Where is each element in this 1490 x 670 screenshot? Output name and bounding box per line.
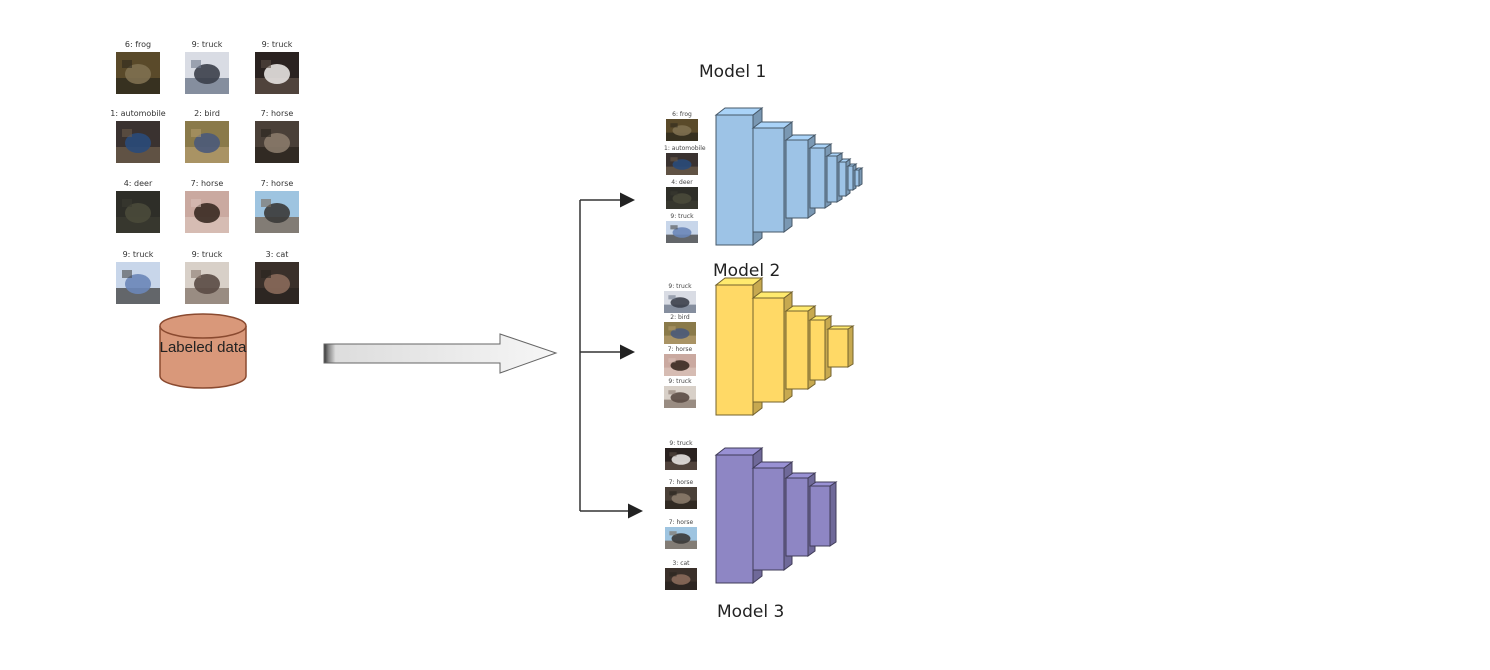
image-label: 6: frog: [124, 40, 152, 49]
truck-photo-icon: [665, 448, 697, 470]
image-label: 6: frog: [672, 111, 692, 118]
image-label: 4: deer: [123, 179, 153, 188]
sample-image: 7: horse: [663, 479, 699, 509]
dataset-image: 6: frog: [108, 40, 168, 94]
image-label: 1: automobile: [110, 109, 166, 118]
dataset-image: 9: truck: [177, 250, 237, 304]
dataset-image: 4: deer: [108, 179, 168, 233]
image-label: 9: truck: [191, 40, 223, 49]
sample-image: 7: horse: [663, 519, 699, 549]
model-1-title: Model 1: [699, 62, 767, 82]
dataset-image: 9: truck: [177, 40, 237, 94]
horse-photo-icon: [255, 121, 299, 163]
truck-photo-icon: [666, 221, 698, 243]
sample-image: 7: horse: [662, 346, 698, 376]
storage-label: Labeled data: [159, 339, 247, 356]
bird-photo-icon: [664, 322, 696, 344]
image-label: 7: horse: [668, 479, 694, 486]
sample-image: 3: cat: [663, 560, 699, 590]
image-label: 2: bird: [194, 109, 220, 118]
image-label: 3: cat: [265, 250, 289, 259]
image-label: 4: deer: [671, 179, 693, 186]
truck-photo-icon: [185, 262, 229, 304]
sample-image: 9: truck: [662, 283, 698, 313]
bird-photo-icon: [185, 121, 229, 163]
horse-photo-icon: [255, 191, 299, 233]
conv-layer-block: [846, 163, 858, 191]
dataset-image: 7: horse: [177, 179, 237, 233]
sample-image: 1: automobile: [664, 145, 706, 175]
image-label: 9: truck: [122, 250, 154, 259]
database-cylinder-icon: [159, 313, 247, 389]
dataset-image: 3: cat: [247, 250, 307, 304]
dataset-image: 7: horse: [247, 179, 307, 233]
sample-image: 2: bird: [662, 314, 698, 344]
truck-photo-icon: [664, 386, 696, 408]
image-label: 9: truck: [261, 40, 293, 49]
deer-photo-icon: [666, 187, 698, 209]
truck-photo-icon: [185, 52, 229, 94]
deer-photo-icon: [116, 191, 160, 233]
model-2-network: [714, 276, 855, 417]
automobile-photo-icon: [666, 153, 698, 175]
image-label: 2: bird: [670, 314, 690, 321]
sample-image: 9: truck: [664, 213, 700, 243]
image-label: 7: horse: [260, 109, 294, 118]
frog-photo-icon: [116, 52, 160, 94]
model-1-network: [714, 106, 864, 247]
image-label: 1: automobile: [664, 145, 706, 152]
model-3-network: [714, 446, 838, 585]
sample-image: 6: frog: [664, 111, 700, 141]
image-label: 9: truck: [668, 283, 692, 290]
dataset-image: 2: bird: [177, 109, 237, 163]
truck-photo-icon: [664, 291, 696, 313]
image-label: 9: truck: [668, 378, 692, 385]
conv-layer-block: [853, 167, 864, 187]
sample-image: 9: truck: [663, 440, 699, 470]
block-arrow: [323, 333, 558, 374]
conv-layer-block: [808, 143, 833, 209]
truck-photo-icon: [116, 262, 160, 304]
horse-photo-icon: [185, 191, 229, 233]
cat-photo-icon: [665, 568, 697, 590]
sample-image: 4: deer: [664, 179, 700, 209]
sample-image: 9: truck: [662, 378, 698, 408]
horse-photo-icon: [665, 487, 697, 509]
image-label: 7: horse: [190, 179, 224, 188]
cat-photo-icon: [255, 262, 299, 304]
frog-photo-icon: [666, 119, 698, 141]
image-label: 9: truck: [669, 440, 693, 447]
model-3-title: Model 3: [717, 602, 785, 622]
dataset-image: 7: horse: [247, 109, 307, 163]
image-label: 9: truck: [670, 213, 694, 220]
automobile-photo-icon: [116, 121, 160, 163]
image-label: 7: horse: [667, 346, 693, 353]
model-2-title: Model 2: [713, 261, 781, 281]
horse-photo-icon: [665, 527, 697, 549]
truck-photo-icon: [255, 52, 299, 94]
dataset-image: 9: truck: [247, 40, 307, 94]
image-label: 9: truck: [191, 250, 223, 259]
image-label: 3: cat: [672, 560, 690, 567]
image-label: 7: horse: [260, 179, 294, 188]
dataset-image: 9: truck: [108, 250, 168, 304]
dataset-image: 1: automobile: [108, 109, 168, 163]
conv-layer-block: [826, 325, 855, 368]
image-label: 7: horse: [668, 519, 694, 526]
horse-photo-icon: [664, 354, 696, 376]
conv-layer-block: [808, 481, 838, 547]
cylinder-body: [159, 326, 247, 389]
cylinder-top: [159, 313, 247, 339]
